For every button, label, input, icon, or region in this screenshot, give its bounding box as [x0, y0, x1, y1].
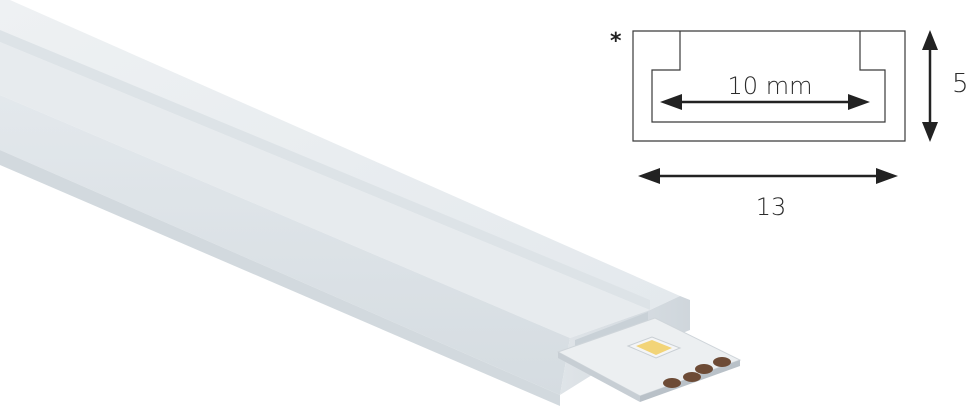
solder-pad	[695, 364, 713, 374]
profile-groove-floor	[0, 42, 650, 338]
outer-width-arrow	[638, 168, 898, 184]
solder-pad	[663, 378, 681, 388]
height-arrow	[922, 30, 938, 142]
led-chip-phosphor	[636, 340, 672, 355]
pcb-edge	[558, 352, 640, 402]
cross-section-drawing	[632, 30, 906, 142]
solder-pad	[713, 357, 731, 367]
profile-groove-wall	[0, 30, 650, 310]
led-strip	[556, 317, 742, 402]
asterisk-note: *	[610, 29, 622, 54]
cross-section-channel	[651, 31, 886, 123]
inner-width-arrow	[660, 94, 870, 110]
profile-top-surface	[0, 0, 680, 310]
height-label: 5	[952, 69, 969, 99]
profile-bottom-band	[0, 150, 560, 406]
profile-side-face	[0, 95, 570, 395]
profile-channel-opening	[575, 312, 648, 364]
outer-width-label: 13	[756, 193, 787, 221]
solder-pad	[683, 372, 701, 382]
cross-section-outline	[632, 30, 906, 142]
inner-width-label: 10 mm	[728, 72, 813, 100]
